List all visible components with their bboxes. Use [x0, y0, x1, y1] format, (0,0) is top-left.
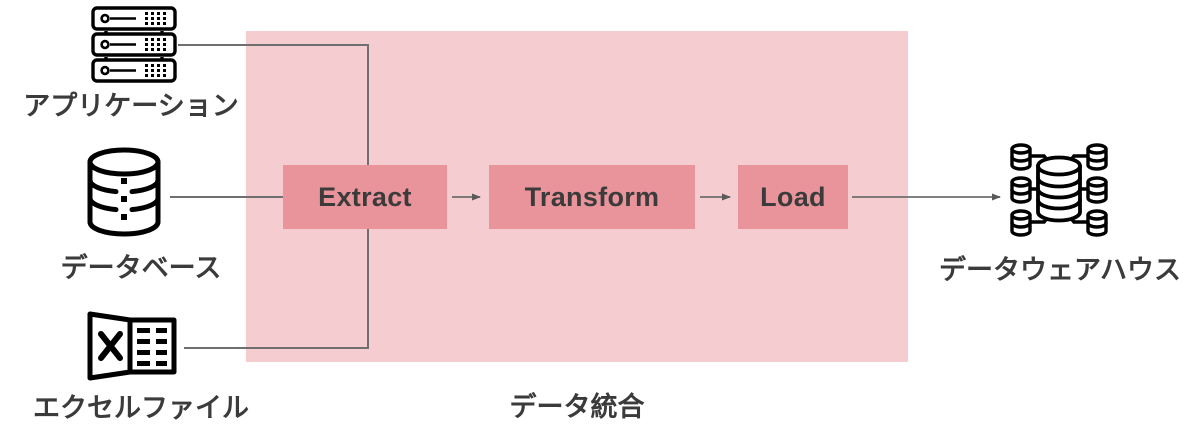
stage-box-extract[interactable]: Extract: [283, 165, 447, 229]
connector-application-to-extract: [178, 44, 369, 165]
database-cylinder-icon: [82, 147, 166, 237]
source-label-application: アプリケーション: [23, 91, 239, 121]
zone-caption: データ統合: [509, 392, 645, 422]
destination-label-warehouse: データウェアハウス: [939, 255, 1181, 285]
data-warehouse-icon: [1004, 138, 1114, 240]
stage-box-load[interactable]: Load: [738, 165, 848, 229]
stage-box-transform[interactable]: Transform: [489, 165, 695, 229]
server-rack-icon: [88, 5, 180, 85]
source-label-excel: エクセルファイル: [33, 393, 249, 423]
connector-excel-to-extract: [184, 229, 369, 349]
source-label-database: データベース: [60, 253, 222, 283]
excel-file-icon: [82, 310, 184, 382]
